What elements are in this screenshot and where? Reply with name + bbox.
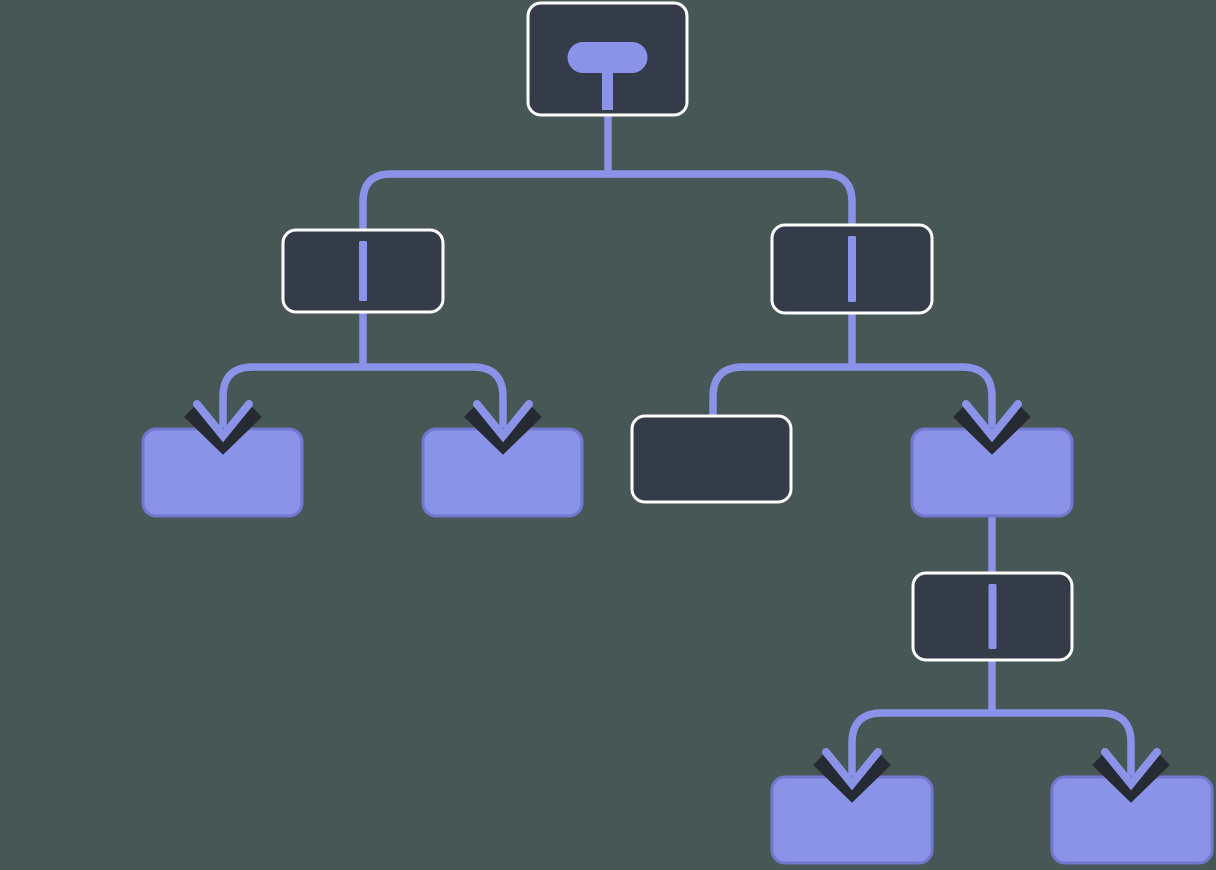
pill-stem: [602, 71, 613, 110]
pass-through-line: [848, 236, 856, 302]
chevron-down-arrow-icon: [193, 400, 253, 443]
chevron-down-arrow-icon-back: [1092, 754, 1170, 803]
connector-root-to-level1: [359, 112, 856, 234]
chevron-down-arrow-icon-back: [953, 406, 1031, 455]
chevron-down-arrow-icon: [1101, 748, 1161, 791]
chevron-down-arrow-icon: [822, 748, 882, 791]
pill-icon: [567, 42, 648, 73]
chevron-down-arrow-icon: [962, 400, 1022, 443]
task-node-plain: [630, 414, 793, 504]
chevron-down-arrow-icon-back: [813, 754, 891, 803]
connector-branch-lower-to-leaves: [848, 658, 1135, 781]
leaf-node-4: [770, 775, 934, 865]
chevron-down-arrow-icon: [473, 400, 533, 443]
pass-through-line: [359, 241, 367, 301]
leaf-node-1: [141, 427, 304, 518]
chevron-down-arrow-icon-back: [184, 406, 262, 455]
leaf-node-2: [421, 427, 584, 518]
pass-through-line: [988, 584, 997, 649]
connector-branch-right-to-children: [709, 311, 996, 433]
chevron-down-arrow-icon-back: [464, 406, 542, 455]
leaf-node-3: [910, 427, 1074, 518]
connector-branch-left-to-leaves: [219, 310, 507, 433]
